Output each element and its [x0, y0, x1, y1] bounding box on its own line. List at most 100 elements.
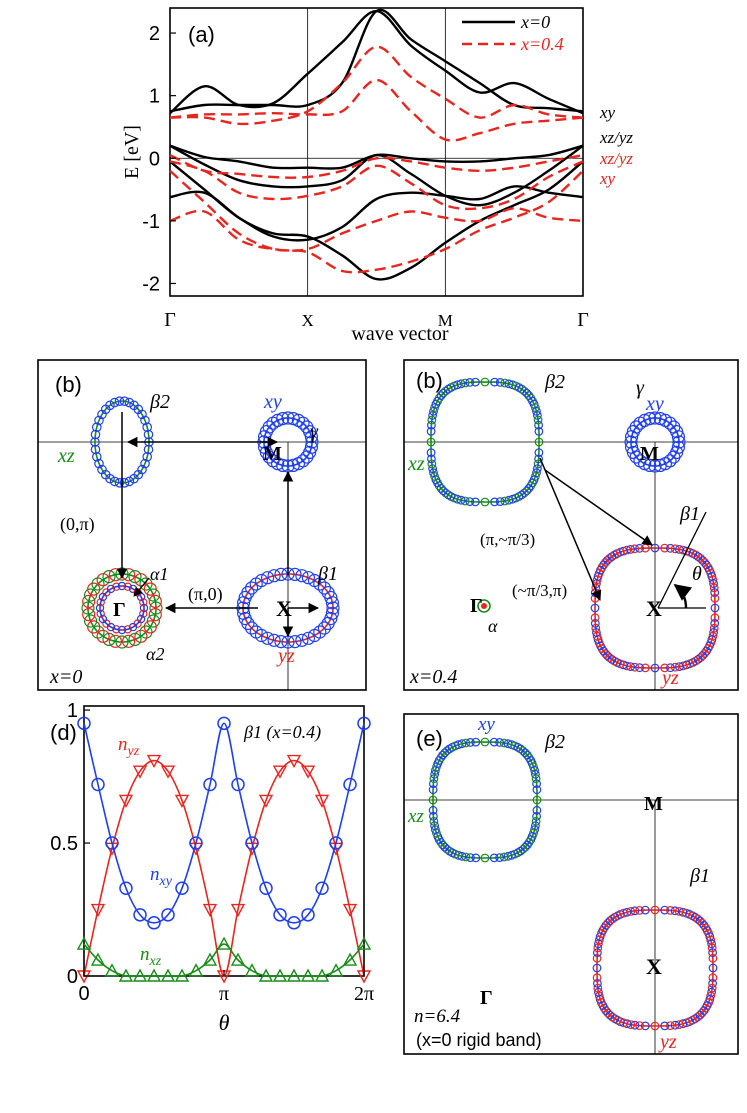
- orbital-weight-marker: [426, 427, 436, 436]
- orbital-weight-marker: [428, 411, 438, 420]
- orbital-weight-marker: [300, 450, 314, 464]
- orbital-weight-marker: [666, 543, 675, 553]
- orbital-weight-marker: [109, 476, 120, 487]
- c-point-X: X: [646, 596, 662, 621]
- orbital-weight-marker: [81, 601, 95, 615]
- orbital-weight-marker: [102, 569, 116, 584]
- panel-a-ylabel: E [eV]: [121, 125, 143, 179]
- band-label-xy-red: xy: [599, 169, 616, 188]
- orbital-weight-marker: [650, 543, 660, 553]
- marker-circle: [105, 836, 119, 850]
- orbital-weight-marker: [675, 662, 684, 671]
- orbital-weight-marker: [708, 953, 718, 963]
- orbital-weight-marker: [534, 448, 544, 458]
- band-label-xy-black: xy: [599, 103, 616, 122]
- orbital-weight-marker: [427, 459, 437, 469]
- orbital-weight-marker: [640, 905, 650, 915]
- e-orbital-xz: xz: [407, 806, 424, 827]
- orbital-weight-marker: [520, 386, 529, 396]
- orbital-weight-marker: [249, 625, 263, 639]
- arrow-c2: [539, 457, 602, 601]
- orbital-weight-marker: [480, 853, 490, 863]
- orbital-weight-marker: [267, 633, 281, 647]
- marker-triangle-down: [90, 903, 106, 917]
- orbital-weight-marker: [105, 400, 115, 411]
- orbital-weight-marker: [590, 613, 600, 623]
- orbital-weight-marker: [457, 739, 467, 749]
- marker-triangle-up: [118, 968, 134, 982]
- orbital-weight-marker: [128, 632, 142, 647]
- marker-triangle-down: [160, 765, 176, 779]
- orbital-weight-marker: [465, 497, 475, 507]
- orbital-weight-marker: [139, 577, 153, 591]
- orbital-weight-marker: [139, 598, 148, 607]
- marker-circle: [273, 908, 287, 922]
- point-X: X: [276, 596, 292, 621]
- orbital-weight-marker: [460, 378, 470, 388]
- orbital-weight-marker: [301, 631, 315, 645]
- orbital-weight-marker: [426, 448, 436, 458]
- orbital-weight-marker: [108, 634, 123, 648]
- orbital-weight-marker: [321, 616, 335, 631]
- orbital-weight-marker: [650, 1021, 660, 1031]
- orbital-weight-marker: [626, 445, 641, 459]
- orbital-weight-marker: [90, 437, 100, 447]
- panel-d-xlabel: θ: [219, 1010, 230, 1035]
- marker-triangle-down: [230, 903, 246, 917]
- weight-curve: [83, 722, 365, 924]
- orbital-weight-marker: [301, 571, 315, 585]
- orbital-weight-marker: [674, 1020, 684, 1029]
- panel-b-fermi-surface-x0: (b) x=0 M X Γ β2 γ β1 α1 α2 xy xz yz (0,…: [37, 359, 367, 691]
- panel-b-x-value: x=0: [49, 666, 82, 688]
- orbital-weight-marker: [592, 973, 602, 983]
- c-orbital-xy: xy: [645, 393, 664, 415]
- x-tick-label: X: [302, 311, 314, 330]
- orbital-weight-marker: [624, 435, 638, 449]
- orbital-weight-marker: [660, 663, 670, 673]
- orbital-weight-marker: [96, 629, 110, 643]
- e-pocket-beta2: [428, 737, 542, 863]
- orbital-weight-marker: [710, 619, 720, 628]
- orbital-weight-marker: [495, 738, 505, 747]
- orbital-weight-marker: [109, 397, 120, 408]
- d-y-tick-label: 1: [67, 700, 78, 722]
- alpha-ring: [477, 599, 491, 613]
- orbital-weight-marker: [593, 979, 602, 988]
- e-rigid-band-note: (x=0 rigid band): [416, 1030, 542, 1050]
- orbital-weight-marker: [710, 603, 720, 613]
- d-x-tick-label: 2π: [354, 983, 374, 1005]
- orbital-weight-marker: [430, 821, 440, 831]
- orbital-weight-marker: [456, 379, 466, 389]
- panel-a-frame: [169, 7, 584, 297]
- c-label-beta1: β1: [679, 503, 700, 525]
- orbital-weight-marker: [123, 582, 132, 591]
- orbital-weight-marker: [441, 488, 451, 498]
- marker-triangle-down: [342, 903, 358, 917]
- orbital-weight-marker: [92, 422, 102, 432]
- orbital-weight-marker: [274, 634, 288, 649]
- orbital-weight-marker: [142, 422, 152, 432]
- orbital-weight-marker: [288, 567, 302, 582]
- label-alpha2: α2: [146, 644, 164, 664]
- orbital-weight-marker: [660, 543, 670, 553]
- orbital-weight-marker: [91, 577, 105, 591]
- orbital-weight-marker: [119, 477, 130, 488]
- orbital-weight-marker: [531, 769, 540, 779]
- orbital-weight-marker: [709, 583, 719, 593]
- marker-triangle-down: [118, 794, 134, 808]
- marker-triangle-up: [244, 963, 260, 977]
- arrow-c1: [544, 469, 653, 546]
- marker-triangle-up: [132, 968, 148, 982]
- label-beta2: β2: [149, 391, 170, 413]
- orbital-weight-marker: [532, 779, 541, 789]
- d-x-tick-label: 0: [78, 983, 89, 1005]
- label-n-xy: nxy: [150, 864, 173, 889]
- orbital-weight-marker: [286, 458, 300, 472]
- c-theta: θ: [692, 563, 702, 585]
- orbital-weight-marker: [635, 906, 644, 915]
- orbital-weight-marker: [114, 396, 125, 406]
- orbital-weight-marker: [271, 413, 285, 427]
- band-curve: [169, 78, 584, 142]
- orbital-weight-marker: [630, 544, 640, 554]
- orbital-weight-marker: [626, 907, 636, 916]
